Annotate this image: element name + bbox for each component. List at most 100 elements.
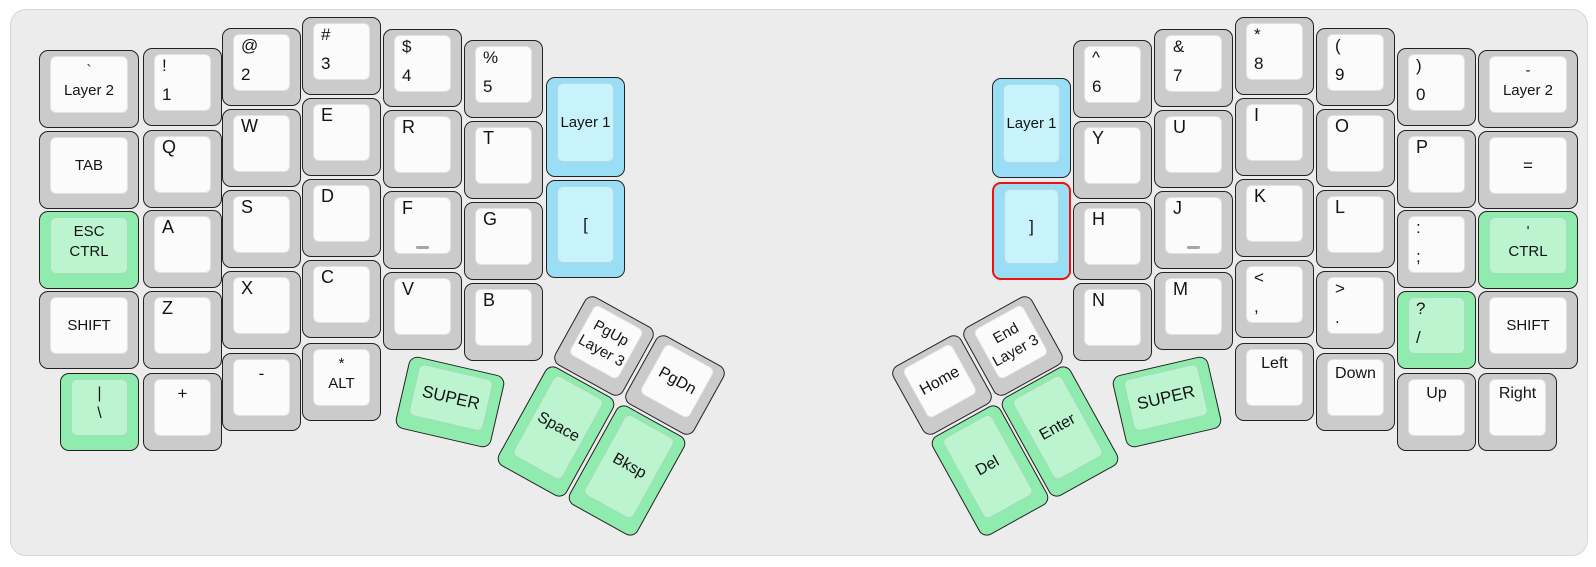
key-label: Y [1092, 128, 1105, 148]
key-t[interactable]: T [464, 121, 543, 199]
keycap-face: Q [154, 136, 211, 193]
key-h[interactable]: H [1073, 202, 1152, 280]
key-layer1-right[interactable]: Layer 1 [992, 78, 1071, 178]
key-j[interactable]: J [1154, 191, 1233, 269]
key-i[interactable]: I [1235, 98, 1314, 176]
key-percent-5[interactable]: %5 [464, 40, 543, 118]
key-label: 4 [402, 66, 412, 85]
keycap-face: Home [901, 342, 979, 420]
key-c[interactable]: C [302, 260, 381, 338]
key-label: T [483, 128, 494, 148]
key-ampersand-7[interactable]: &7 [1154, 29, 1233, 107]
keycap-face: SUPER [1123, 363, 1209, 432]
key-g[interactable]: G [464, 202, 543, 280]
keycap-face: |\ [71, 379, 128, 436]
keycap-face: N [1084, 289, 1141, 346]
keycap-face: B [475, 289, 532, 346]
key-z[interactable]: Z [143, 291, 222, 369]
key-arrow-down[interactable]: Down [1316, 353, 1395, 431]
key-v[interactable]: V [383, 272, 462, 350]
key-label: SHIFT [1506, 316, 1550, 334]
key-layer1-left[interactable]: Layer 1 [546, 77, 625, 177]
key-r[interactable]: R [383, 110, 462, 188]
keycap-face: &7 [1165, 35, 1222, 92]
keycap-face: Z [154, 297, 211, 354]
key-o[interactable]: O [1316, 109, 1395, 187]
key-label: | [97, 385, 102, 402]
key-tab[interactable]: TAB [39, 131, 139, 209]
key-pipe-backslash[interactable]: |\ [60, 373, 139, 451]
key-f[interactable]: F [383, 191, 462, 269]
key-e[interactable]: E [302, 98, 381, 176]
key-grave-layer2[interactable]: `Layer 2 [39, 50, 139, 128]
key-q[interactable]: Q [143, 130, 222, 208]
key-minus-layer2[interactable]: -Layer 2 [1478, 50, 1578, 128]
key-x[interactable]: X [222, 271, 301, 349]
key-w[interactable]: W [222, 109, 301, 187]
key-shift-right[interactable]: SHIFT [1478, 291, 1578, 369]
keycap-face: H [1084, 208, 1141, 265]
key-exclam-1[interactable]: !1 [143, 48, 222, 126]
key-l[interactable]: L [1316, 190, 1395, 268]
key-equals[interactable]: = [1478, 131, 1578, 209]
key-y[interactable]: Y [1073, 121, 1152, 199]
key-super-right[interactable]: SUPER [1110, 354, 1224, 450]
key-hash-3[interactable]: #3 [302, 17, 381, 95]
keycap-face: W [233, 115, 290, 172]
key-label: S [241, 197, 254, 217]
key-n[interactable]: N [1073, 283, 1152, 361]
key-label: ` [86, 62, 92, 79]
key-label: 3 [321, 54, 331, 73]
keycap-face: P [1408, 136, 1465, 193]
key-u[interactable]: U [1154, 110, 1233, 188]
key-label: Up [1426, 385, 1447, 402]
key-asterisk-alt[interactable]: *ALT [302, 343, 381, 421]
keycap-face: *8 [1246, 23, 1303, 80]
keycap-face: - [233, 359, 290, 416]
key-question-slash[interactable]: ?/ [1397, 291, 1476, 369]
homing-bar-icon [416, 246, 429, 249]
key-label: # [321, 25, 331, 44]
key-label: CTRL [1508, 243, 1548, 260]
key-a[interactable]: A [143, 210, 222, 288]
key-m[interactable]: M [1154, 272, 1233, 350]
key-left-bracket[interactable]: [ [546, 180, 625, 278]
keycap-face: M [1165, 278, 1222, 335]
key-right-bracket[interactable]: ] [992, 182, 1071, 280]
key-less-comma[interactable]: <, [1235, 260, 1314, 338]
key-plus[interactable]: + [143, 373, 222, 451]
key-super-left[interactable]: SUPER [393, 354, 507, 450]
key-label: J [1173, 198, 1182, 218]
key-arrow-left[interactable]: Left [1235, 343, 1314, 421]
key-arrow-right[interactable]: Right [1478, 373, 1557, 451]
keycap-face: S [233, 196, 290, 253]
key-p[interactable]: P [1397, 130, 1476, 208]
key-d[interactable]: D [302, 179, 381, 257]
key-asterisk-8[interactable]: *8 [1235, 17, 1314, 95]
key-caret-6[interactable]: ^6 [1073, 40, 1152, 118]
key-b[interactable]: B [464, 283, 543, 361]
key-dollar-4[interactable]: $4 [383, 29, 462, 107]
key-colon-semicolon[interactable]: :; [1397, 210, 1476, 288]
key-label: ? [1416, 299, 1426, 318]
keycap-face: J [1165, 197, 1222, 254]
key-paren-0[interactable]: )0 [1397, 48, 1476, 126]
key-paren-9[interactable]: (9 [1316, 28, 1395, 106]
keycap-face: = [1489, 137, 1567, 194]
keycap-face: @2 [233, 34, 290, 91]
key-quote-ctrl[interactable]: 'CTRL [1478, 211, 1578, 289]
keycap-face: SUPER [408, 363, 494, 432]
key-at-2[interactable]: @2 [222, 28, 301, 106]
key-k[interactable]: K [1235, 179, 1314, 257]
keycap-face: ^6 [1084, 46, 1141, 103]
key-minus[interactable]: - [222, 353, 301, 431]
key-shift-left[interactable]: SHIFT [39, 291, 139, 369]
keycap-face: D [313, 185, 370, 242]
key-s[interactable]: S [222, 190, 301, 268]
key-arrow-up[interactable]: Up [1397, 373, 1476, 451]
keycap-face: G [475, 208, 532, 265]
homing-bar-icon [1187, 246, 1200, 249]
key-greater-period[interactable]: >. [1316, 271, 1395, 349]
key-label: Layer 2 [1502, 82, 1554, 99]
